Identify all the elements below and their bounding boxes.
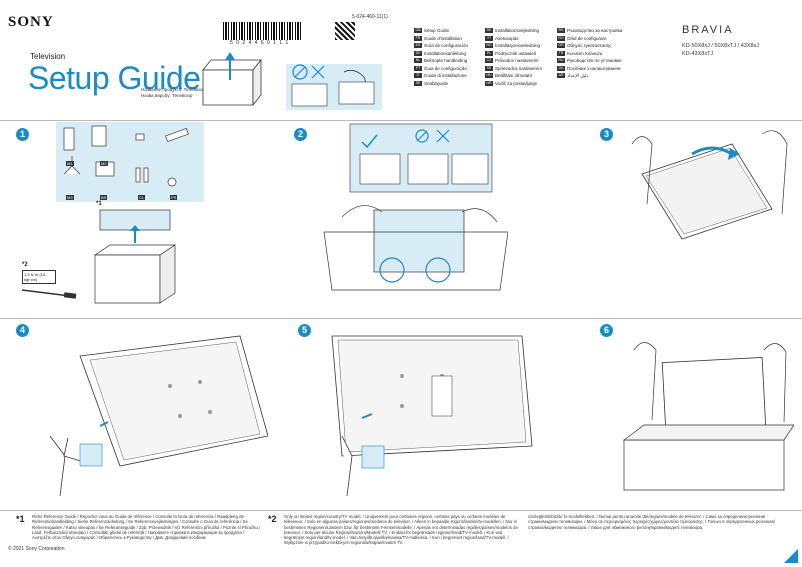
model-line: KD-43X8xTJ — [682, 51, 714, 57]
part-number: 5-024-460-11(1) — [352, 14, 388, 20]
barcode — [223, 22, 303, 40]
part-label: PS — [170, 195, 178, 200]
step-number: 1 — [16, 128, 29, 141]
box-unpack-illustration — [93, 209, 177, 304]
part-label: M3 — [66, 195, 74, 200]
sony-logo: SONY — [8, 14, 54, 30]
subtitle-ua: Назва виробу: Телевізор — [141, 92, 193, 98]
footnote-mark-1: *1 — [16, 514, 25, 524]
screwdriver-icon — [21, 289, 77, 299]
step-number: 2 — [294, 128, 307, 141]
model-line: KD-50X8xJ / 50X8xTJ / 43X8xJ — [682, 43, 760, 49]
footnote-text-2: Only on limited region/country/TV model.… — [284, 514, 518, 546]
screw-torque-spec: 1.5 N·m {15 kgf·cm} — [22, 270, 56, 284]
barcode-number: 5 0 2 4 4 6 0 1 1 1 — [230, 40, 290, 46]
no-touch-screen-warning-illustration — [286, 64, 382, 110]
product-category: Television — [30, 52, 66, 61]
part-label: M2 — [100, 161, 108, 166]
footnote-text-3: ciszlegkülönbözik/ tv-modelltekben. / Nu… — [528, 514, 776, 530]
part-label: BS — [100, 195, 108, 200]
attach-stand-left-illustration — [49, 335, 268, 497]
attach-stand-right-illustration — [331, 335, 533, 497]
model-numbers: KD-50X8xJ / 50X8xTJ / 43X8xJ KD-43X8xTJ — [682, 42, 759, 58]
divider — [0, 318, 802, 319]
localized-subtitles: Название продукта: Телевизор Назва вироб… — [141, 87, 206, 98]
page-title: Setup Guide — [28, 60, 201, 96]
note-marker: *2 — [22, 262, 28, 268]
step-number: 4 — [16, 324, 29, 337]
step-number: 3 — [600, 128, 613, 141]
subtitle-ru: Название продукта: Телевизор — [141, 87, 206, 92]
stand-tv-upright-illustration — [622, 342, 794, 491]
copyright: © 2021 Sony Corporation — [8, 546, 65, 552]
part-label: M1 — [66, 161, 74, 166]
footnote-text-1: Refer Reference Guide / Reportez-vous au… — [32, 514, 261, 541]
lay-tv-on-table-illustration — [631, 130, 788, 240]
parts-illustration — [63, 125, 189, 187]
step-number: 5 — [298, 324, 311, 337]
footnote-mark-2: *2 — [268, 514, 277, 524]
packaging-illustration — [202, 52, 262, 107]
remove-tv-from-box-illustration — [323, 123, 508, 291]
divider — [0, 510, 802, 511]
corner-triangle-icon — [784, 549, 798, 563]
qr-code — [335, 22, 355, 40]
part-label: CL — [138, 195, 146, 200]
bravia-logo: BRAVIA — [682, 24, 734, 36]
step-number: 6 — [600, 324, 613, 337]
note-marker: *1 — [96, 201, 102, 207]
divider — [0, 120, 802, 121]
